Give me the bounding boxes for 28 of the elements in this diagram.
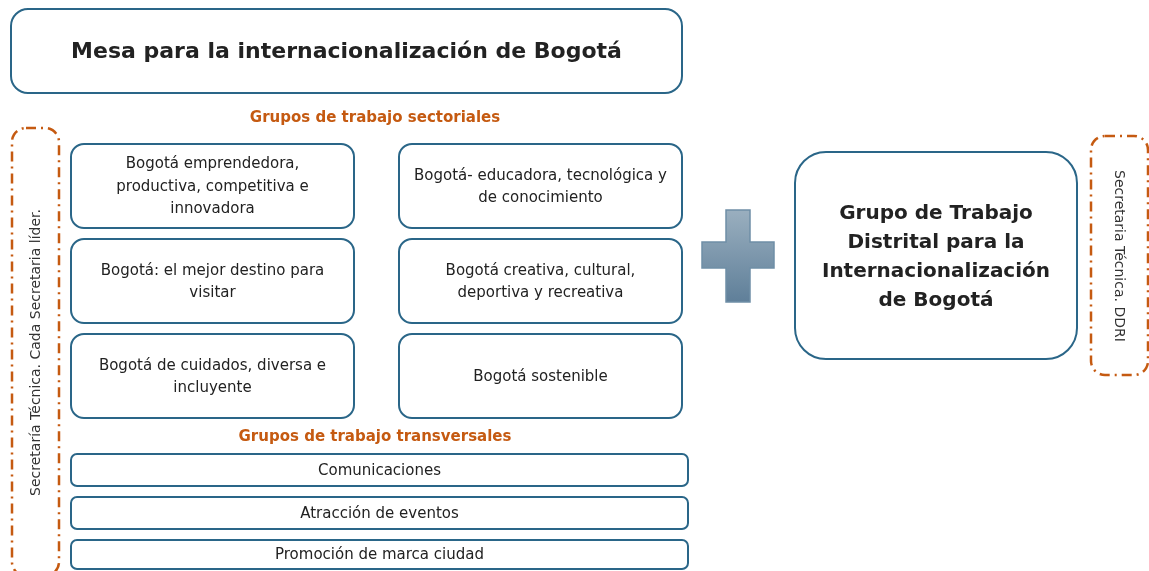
working-group-box [398, 333, 683, 419]
secretariat-note: Secretaria Técnica. DDRI [1111, 169, 1129, 342]
group-name: Atracción de eventos [300, 502, 459, 524]
group-name: Comunicaciones [318, 459, 441, 481]
dashed-frame [1090, 135, 1149, 376]
working-group-box [70, 453, 689, 487]
group-title: Mesa para la internacionalización de Bogotá [71, 37, 622, 66]
group-name: Promoción de marca ciudad [275, 544, 484, 566]
group-name: Bogotá- educadora, tecnológica y de conocimiento [414, 164, 667, 208]
group-name: Bogotá: el mejor destino para visitar [99, 259, 326, 303]
section-heading: Grupos de trabajo transversales [238, 427, 512, 445]
working-group-box [398, 238, 683, 324]
group-title: Grupo de Trabajo Distrital para la Internacionalización de Bogotá [820, 198, 1052, 313]
section-heading: Grupos de trabajo sectoriales [249, 108, 501, 126]
group-box [10, 8, 683, 94]
working-group-box [70, 143, 355, 229]
group-name: Bogotá creativa, cultural, deportiva y recreativa [444, 259, 637, 303]
working-group-box [70, 238, 355, 324]
group-name: Bogotá emprendedora, productiva, competitiva e innovadora [115, 153, 310, 220]
group-name: Bogotá de cuidados, diversa e incluyente [97, 354, 328, 398]
secretariat-note: Secretaría Técnica. Cada Secretaria líder. [26, 208, 44, 496]
group-box [794, 151, 1078, 360]
working-group-box [70, 496, 689, 530]
working-group-box [70, 333, 355, 419]
group-name: Bogotá sostenible [473, 365, 608, 387]
working-group-box [70, 539, 689, 570]
working-group-box [398, 143, 683, 229]
dashed-frame [11, 127, 60, 571]
